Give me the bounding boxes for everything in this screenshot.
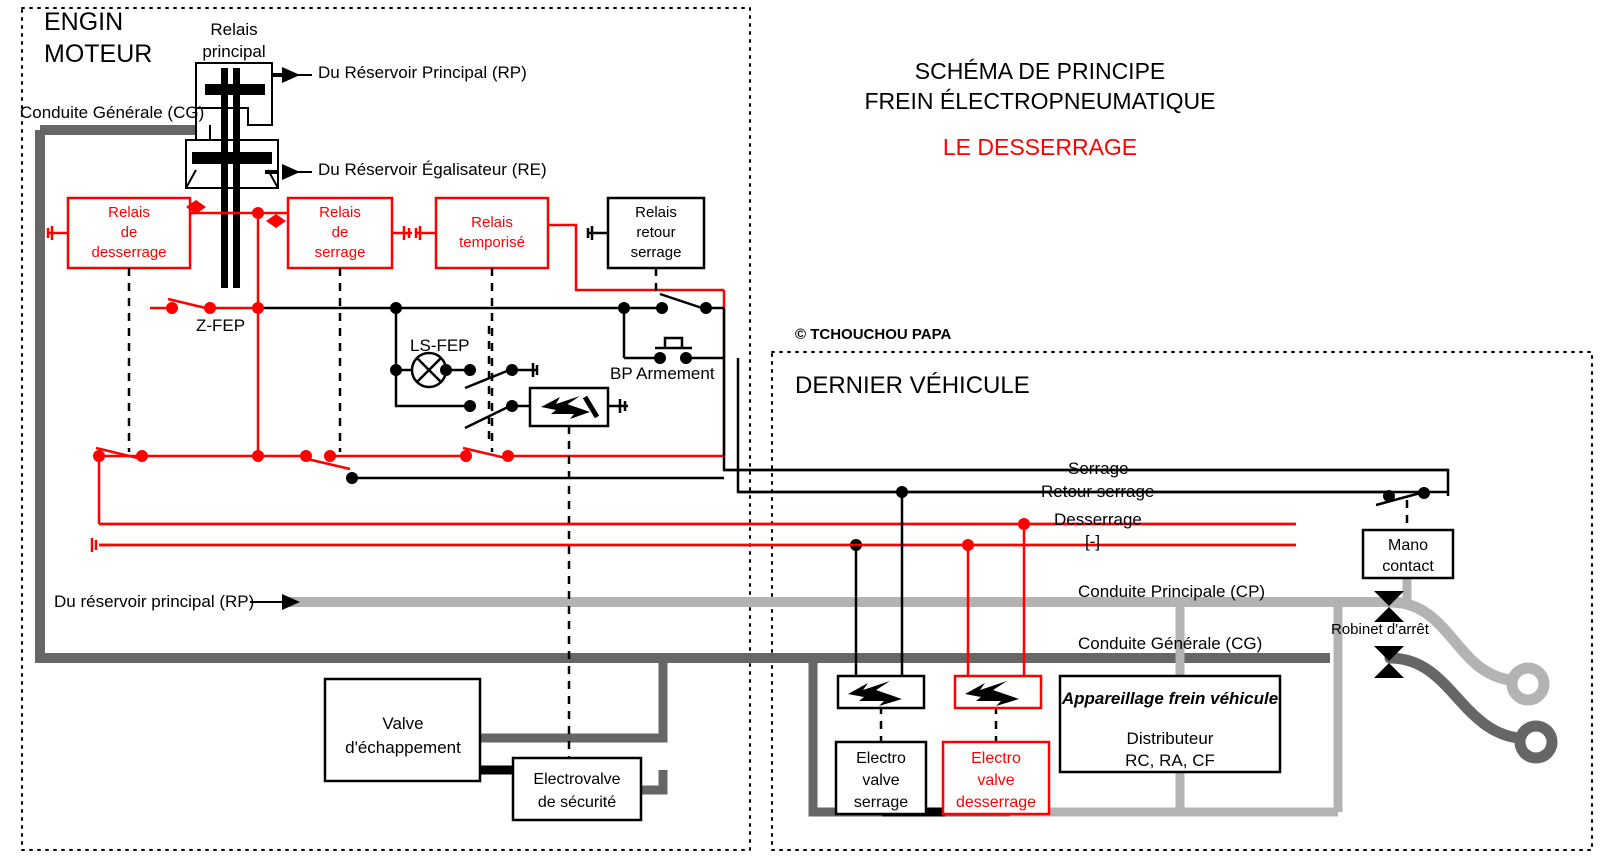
label-du-reservoir-egalisateur: Du Réservoir Égalisateur (RE) [318, 160, 547, 179]
box-label-mano-contact: Mano contact [1382, 535, 1434, 577]
panel-title-dernier-vehicule: DERNIER VÉHICULE [795, 372, 1030, 399]
label-relais-principal-line1: Relais [210, 20, 258, 39]
coupling-head-cp [1506, 662, 1550, 706]
label-z-fep: Z-FEP [196, 316, 246, 335]
label-conduite-generale-bottom: Conduite Générale (CG) [1078, 634, 1263, 653]
box-label-valve-ech-l2: d'échappement [345, 738, 461, 757]
panel-title-engin: ENGIN [44, 8, 124, 36]
terminal-electrovalve-right [608, 399, 628, 413]
box-label-evs-l2: valve [862, 772, 900, 789]
wire-red-temporise-to-bus [548, 223, 724, 292]
box-label-evd-l2: valve [977, 772, 1015, 789]
relay-box-desserrage[interactable] [66, 196, 192, 270]
box-label-valve-ech-l1: Valve [382, 714, 424, 733]
bus-label-negative: [-] [1085, 532, 1101, 551]
label-conduite-principale: Conduite Principale (CP) [1078, 582, 1266, 601]
box-valve-echappement[interactable] [323, 677, 482, 783]
label-robinet-darret: Robinet d'arrêt [1331, 621, 1429, 638]
box-mano-contact[interactable] [1361, 528, 1455, 580]
contact-red-blade-2 [302, 456, 351, 471]
box-label-electro-valve-serrage: Electro valve serrage [854, 748, 908, 814]
robinet-darret-cg-icon [1374, 646, 1404, 678]
robinet-darret-cp-icon [1374, 591, 1404, 622]
label-relais-principal-line2: principal [202, 42, 266, 61]
relay-label-serrage: Relais de serrage [315, 203, 366, 263]
electrovalve-symbol-serrage [836, 674, 926, 710]
box-electro-valve-desserrage[interactable] [941, 740, 1051, 816]
relay-label-retour-l2: retour [636, 224, 676, 241]
terminal-relay-temporise-left [414, 226, 436, 240]
bus-label-retour-serrage: Retour serrage [1041, 482, 1155, 501]
junction-diamonds-red [186, 200, 286, 228]
box-electro-valve-serrage[interactable] [834, 740, 928, 816]
copyright-notice: © TCHOUCHOU PAPA [795, 326, 952, 343]
bus-label-desserrage: Desserrage [1054, 510, 1142, 529]
relay-label-temporise-l1: Relais [471, 214, 513, 231]
box-label-mano-l1: Mano [1387, 537, 1429, 554]
relay-label-serrage-l3: serrage [314, 244, 366, 261]
contact-red-blade-1 [95, 446, 143, 461]
electrovalve-symbol-upper [528, 386, 610, 428]
box-label-appareillage-l1: Distributeur [1126, 729, 1214, 748]
page-title-line1: SCHÉMA DE PRINCIPE [914, 58, 1166, 84]
relais-principal-assembly [185, 62, 282, 288]
page-title-highlight: LE DESSERRAGE [942, 134, 1138, 160]
pipe-cg-branch-valve [480, 658, 668, 743]
terminal-relay-retour-left [586, 226, 608, 240]
electrovalve-symbol-desserrage [953, 674, 1043, 710]
label-du-reservoir-principal-bottom: Du réservoir principal (RP) [54, 592, 255, 611]
terminal-relay-desserrage-left [46, 226, 68, 240]
box-electrovalve-de-securite[interactable] [511, 756, 643, 822]
box-label-ev-sec-l1: Electrovalve [533, 771, 621, 788]
box-label-electrovalve-securite: Electrovalve de sécurité [533, 768, 620, 814]
relay-label-desserrage: Relais de desserrage [91, 203, 166, 263]
bus-label-serrage: Serrage [1068, 459, 1129, 478]
box-label-appareillage-l2: RC, RA, CF [1125, 751, 1215, 770]
relay-label-retour-l1: Relais [635, 204, 677, 221]
relay-label-temporise-l2: temporisé [459, 234, 525, 251]
relay-label-desserrage-l3: desserrage [91, 244, 167, 261]
box-label-mano-l2: contact [1382, 558, 1434, 575]
box-label-appareillage-title: Appareillage frein véhicule [1061, 689, 1279, 708]
box-appareillage-frein-vehicule[interactable] [1058, 674, 1282, 774]
contact-mano-blade [1375, 489, 1429, 507]
page-title-line2: FREIN ÉLECTROPNEUMATIQUE [864, 88, 1216, 114]
pipe-conduite-generale-left [35, 130, 1330, 663]
box-label-evs-l1: Electro [856, 750, 906, 767]
relay-label-serrage-l2: de [331, 224, 349, 241]
coupling-head-cg [1514, 720, 1558, 764]
label-bp-armement: BP Armement [610, 364, 715, 383]
bus-line-serrage [724, 468, 1450, 496]
label-ls-fep: LS-FEP [410, 336, 470, 355]
box-label-evd-l1: Electro [971, 750, 1021, 767]
contact-retour-serrage-blade [659, 292, 709, 312]
relay-label-retour-l3: serrage [630, 244, 682, 261]
relay-label-temporise: Relais temporisé [459, 213, 525, 253]
box-label-electro-valve-desserrage: Electro valve desserrage [956, 748, 1036, 814]
bp-armement-button-stem [663, 336, 684, 348]
box-label-valve-echappement: Valve d'échappement [345, 712, 461, 760]
panel-title-moteur: MOTEUR [44, 40, 153, 68]
hose-conduite-generale [1384, 652, 1524, 744]
panel-border-engin-moteur [21, 7, 751, 851]
box-label-evs-l3: serrage [853, 794, 909, 811]
relay-label-serrage-l1: Relais [319, 204, 361, 221]
hose-conduite-principale [1384, 596, 1516, 686]
wire-lsfep-lower-branch [394, 370, 470, 408]
label-du-reservoir-principal: Du Réservoir Principal (RP) [318, 63, 527, 82]
box-label-evd-l3: desserrage [955, 794, 1037, 811]
ls-fep-lamp-icon [410, 351, 448, 389]
junction-dots-black [346, 302, 1430, 551]
box-label-ev-sec-l2: de sécurité [537, 794, 617, 811]
label-conduite-generale-top: Conduite Générale (CG) [20, 103, 205, 122]
relay-label-retour-serrage: Relais retour serrage [631, 203, 682, 263]
terminal-relay-serrage-right [392, 226, 412, 240]
relay-label-desserrage-l2: de [120, 224, 138, 241]
relay-label-desserrage-l1: Relais [108, 204, 150, 221]
